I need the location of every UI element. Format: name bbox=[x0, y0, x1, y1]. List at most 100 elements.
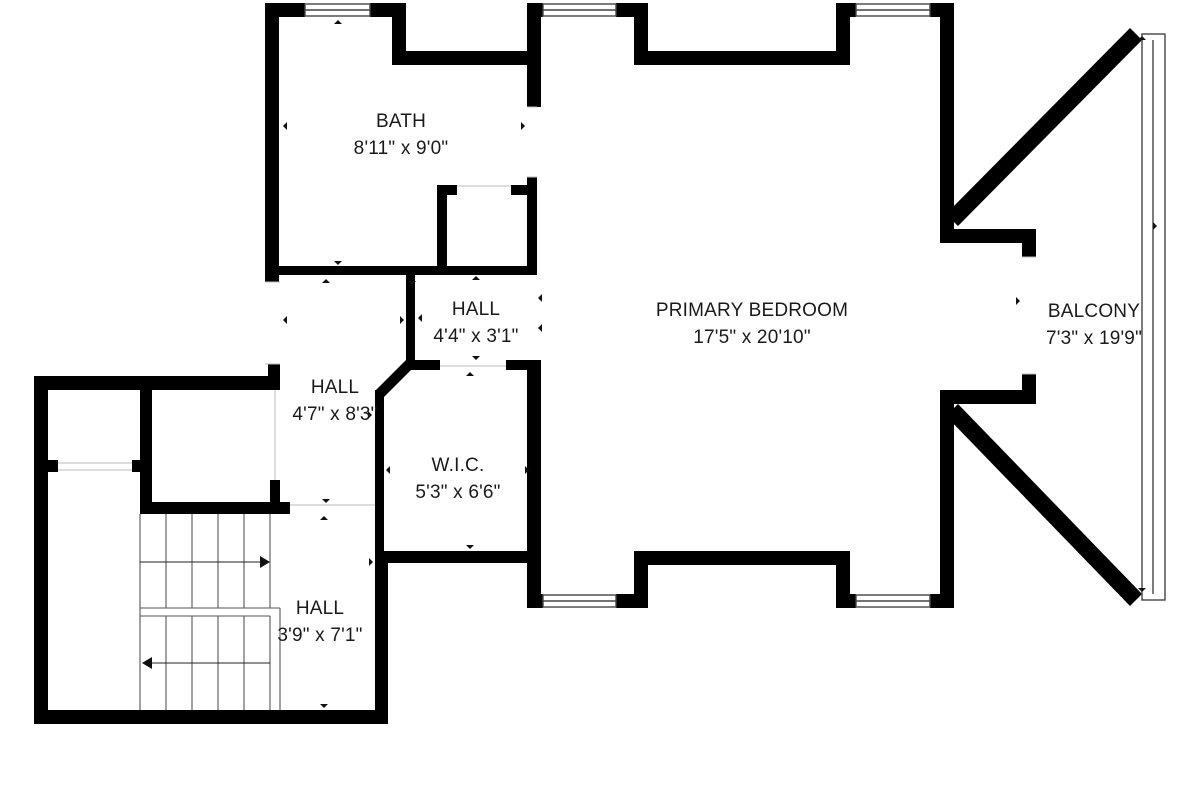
triangle-marker-icon bbox=[1138, 36, 1146, 40]
triangle-marker-icon bbox=[322, 279, 330, 283]
wall-balcony-diag-bottom bbox=[946, 404, 1142, 606]
wall-left-top bbox=[34, 376, 280, 390]
wall-bath-bottom bbox=[265, 266, 537, 275]
triangle-marker-icon bbox=[472, 356, 480, 360]
wall-closet2-left bbox=[140, 376, 152, 514]
room-dimensions: 17'5" x 20'10" bbox=[693, 327, 811, 348]
wall-bed-bottom-mid bbox=[634, 551, 850, 565]
window-balcony-rail bbox=[1141, 33, 1166, 601]
room-dimensions: 7'3" x 19'9" bbox=[1045, 328, 1143, 349]
wall-bed-top-a bbox=[527, 3, 543, 17]
triangle-marker-icon bbox=[538, 294, 542, 302]
triangle-marker-icon bbox=[1016, 297, 1020, 305]
openings bbox=[58, 106, 1036, 506]
wall-bed-right-top bbox=[940, 3, 954, 243]
room-dimensions: 3'9" x 7'1" bbox=[277, 625, 363, 646]
wall-bath-notch bbox=[392, 3, 406, 65]
room-label-primary-bedroom: PRIMARY BEDROOM 17'5" x 20'10" bbox=[656, 297, 848, 351]
wall-closet-top-b bbox=[511, 185, 537, 195]
room-name: PRIMARY BEDROOM bbox=[655, 300, 849, 321]
room-label-hall-lower: HALL 3'9" x 7'1" bbox=[277, 595, 362, 649]
triangle-marker-icon bbox=[525, 466, 529, 474]
wall-bed-top-mid bbox=[634, 51, 850, 65]
room-name: BALCONY bbox=[1047, 301, 1141, 322]
wall-bed-bump-left-b bbox=[634, 551, 648, 608]
wall-bed-top-c bbox=[836, 3, 856, 17]
wall-bath-left bbox=[265, 3, 279, 282]
triangle-marker-icon bbox=[418, 314, 422, 322]
triangle-marker-icon bbox=[368, 411, 372, 419]
walls bbox=[34, 3, 1142, 724]
wall-closet2-right-b bbox=[270, 480, 280, 514]
triangle-marker-icon bbox=[386, 466, 390, 474]
wall-closet-left bbox=[437, 185, 447, 272]
wall-bed-bump-left bbox=[634, 3, 648, 65]
wall-bed-bump-right bbox=[836, 3, 850, 65]
wall-bed-bump-right-b bbox=[836, 551, 850, 608]
arrow-left-icon bbox=[142, 657, 152, 669]
triangle-marker-icon bbox=[521, 122, 525, 130]
dimension-markers bbox=[283, 20, 1157, 708]
wall-left-opening-a bbox=[34, 460, 58, 472]
wall-bed-left-bottom bbox=[527, 360, 541, 608]
room-name: HALL bbox=[295, 598, 345, 619]
windows bbox=[304, 3, 1166, 608]
room-label-balcony: BALCONY 7'3" x 19'9" bbox=[1046, 298, 1142, 352]
arrow-right-icon bbox=[260, 556, 270, 568]
wall-balcony-diag-top bbox=[946, 28, 1142, 226]
wall-bed-bottom-d bbox=[930, 594, 954, 608]
wall-bed-bottom-b bbox=[616, 594, 648, 608]
wall-wic-diagonal bbox=[375, 360, 412, 397]
wall-wic-left bbox=[375, 390, 384, 560]
wall-hall-divider bbox=[406, 275, 415, 363]
room-name: BATH bbox=[375, 111, 427, 132]
triangle-marker-icon bbox=[320, 516, 328, 520]
triangle-marker-icon bbox=[466, 545, 474, 549]
triangle-marker-icon bbox=[334, 261, 342, 265]
room-name: W.I.C. bbox=[431, 455, 485, 476]
triangle-marker-icon bbox=[322, 499, 330, 503]
room-name: HALL bbox=[310, 377, 360, 398]
wall-closet-top-a bbox=[437, 185, 457, 195]
wall-left-opening-b bbox=[132, 460, 152, 472]
wall-bath-right-top bbox=[527, 3, 541, 107]
wall-closet2-bottom bbox=[140, 502, 290, 514]
wall-left-bottom bbox=[34, 710, 388, 724]
room-label-hall-upper: HALL 4'4" x 3'1" bbox=[433, 296, 518, 350]
triangle-marker-icon bbox=[472, 276, 480, 280]
room-dimensions: 5'3" x 6'6" bbox=[415, 482, 501, 503]
triangle-marker-icon bbox=[283, 316, 287, 324]
wall-bath-right-bottom bbox=[527, 177, 537, 274]
wall-bath-top-step bbox=[392, 51, 534, 65]
triangle-marker-icon bbox=[408, 281, 416, 285]
triangle-marker-icon bbox=[369, 558, 373, 566]
wall-wic-top-a bbox=[406, 360, 440, 370]
room-dimensions: 4'7" x 8'3" bbox=[292, 404, 378, 425]
room-label-wic: W.I.C. 5'3" x 6'6" bbox=[415, 452, 500, 506]
wall-bath-top-left bbox=[265, 3, 305, 17]
wall-bed-right-step bbox=[940, 229, 1036, 243]
room-name: HALL bbox=[451, 299, 501, 320]
wall-bed-right-door-top bbox=[1022, 229, 1036, 257]
triangle-marker-icon bbox=[538, 324, 542, 332]
triangle-marker-icon bbox=[466, 372, 474, 376]
wall-left-outer bbox=[34, 376, 48, 724]
wall-bed-right-bottom bbox=[940, 390, 954, 608]
wall-left-right bbox=[375, 551, 388, 724]
wall-wic-bottom bbox=[375, 551, 541, 563]
wall-bed-right-step-b bbox=[940, 390, 1036, 404]
triangle-marker-icon bbox=[334, 20, 342, 24]
triangle-marker-icon bbox=[400, 316, 404, 324]
room-label-bath: BATH 8'11" x 9'0" bbox=[354, 108, 449, 162]
stairs bbox=[139, 514, 281, 710]
room-dimensions: 8'11" x 9'0" bbox=[353, 138, 449, 159]
triangle-marker-icon bbox=[1138, 588, 1146, 592]
room-label-hall-middle: HALL 4'7" x 8'3" bbox=[292, 374, 377, 428]
wall-closet2-right-a bbox=[268, 364, 280, 390]
wall-wic-top-b bbox=[506, 360, 541, 370]
room-dimensions: 4'4" x 3'1" bbox=[433, 326, 519, 347]
triangle-marker-icon bbox=[320, 704, 328, 708]
triangle-marker-icon bbox=[283, 122, 287, 130]
stair-arrows bbox=[142, 556, 270, 669]
